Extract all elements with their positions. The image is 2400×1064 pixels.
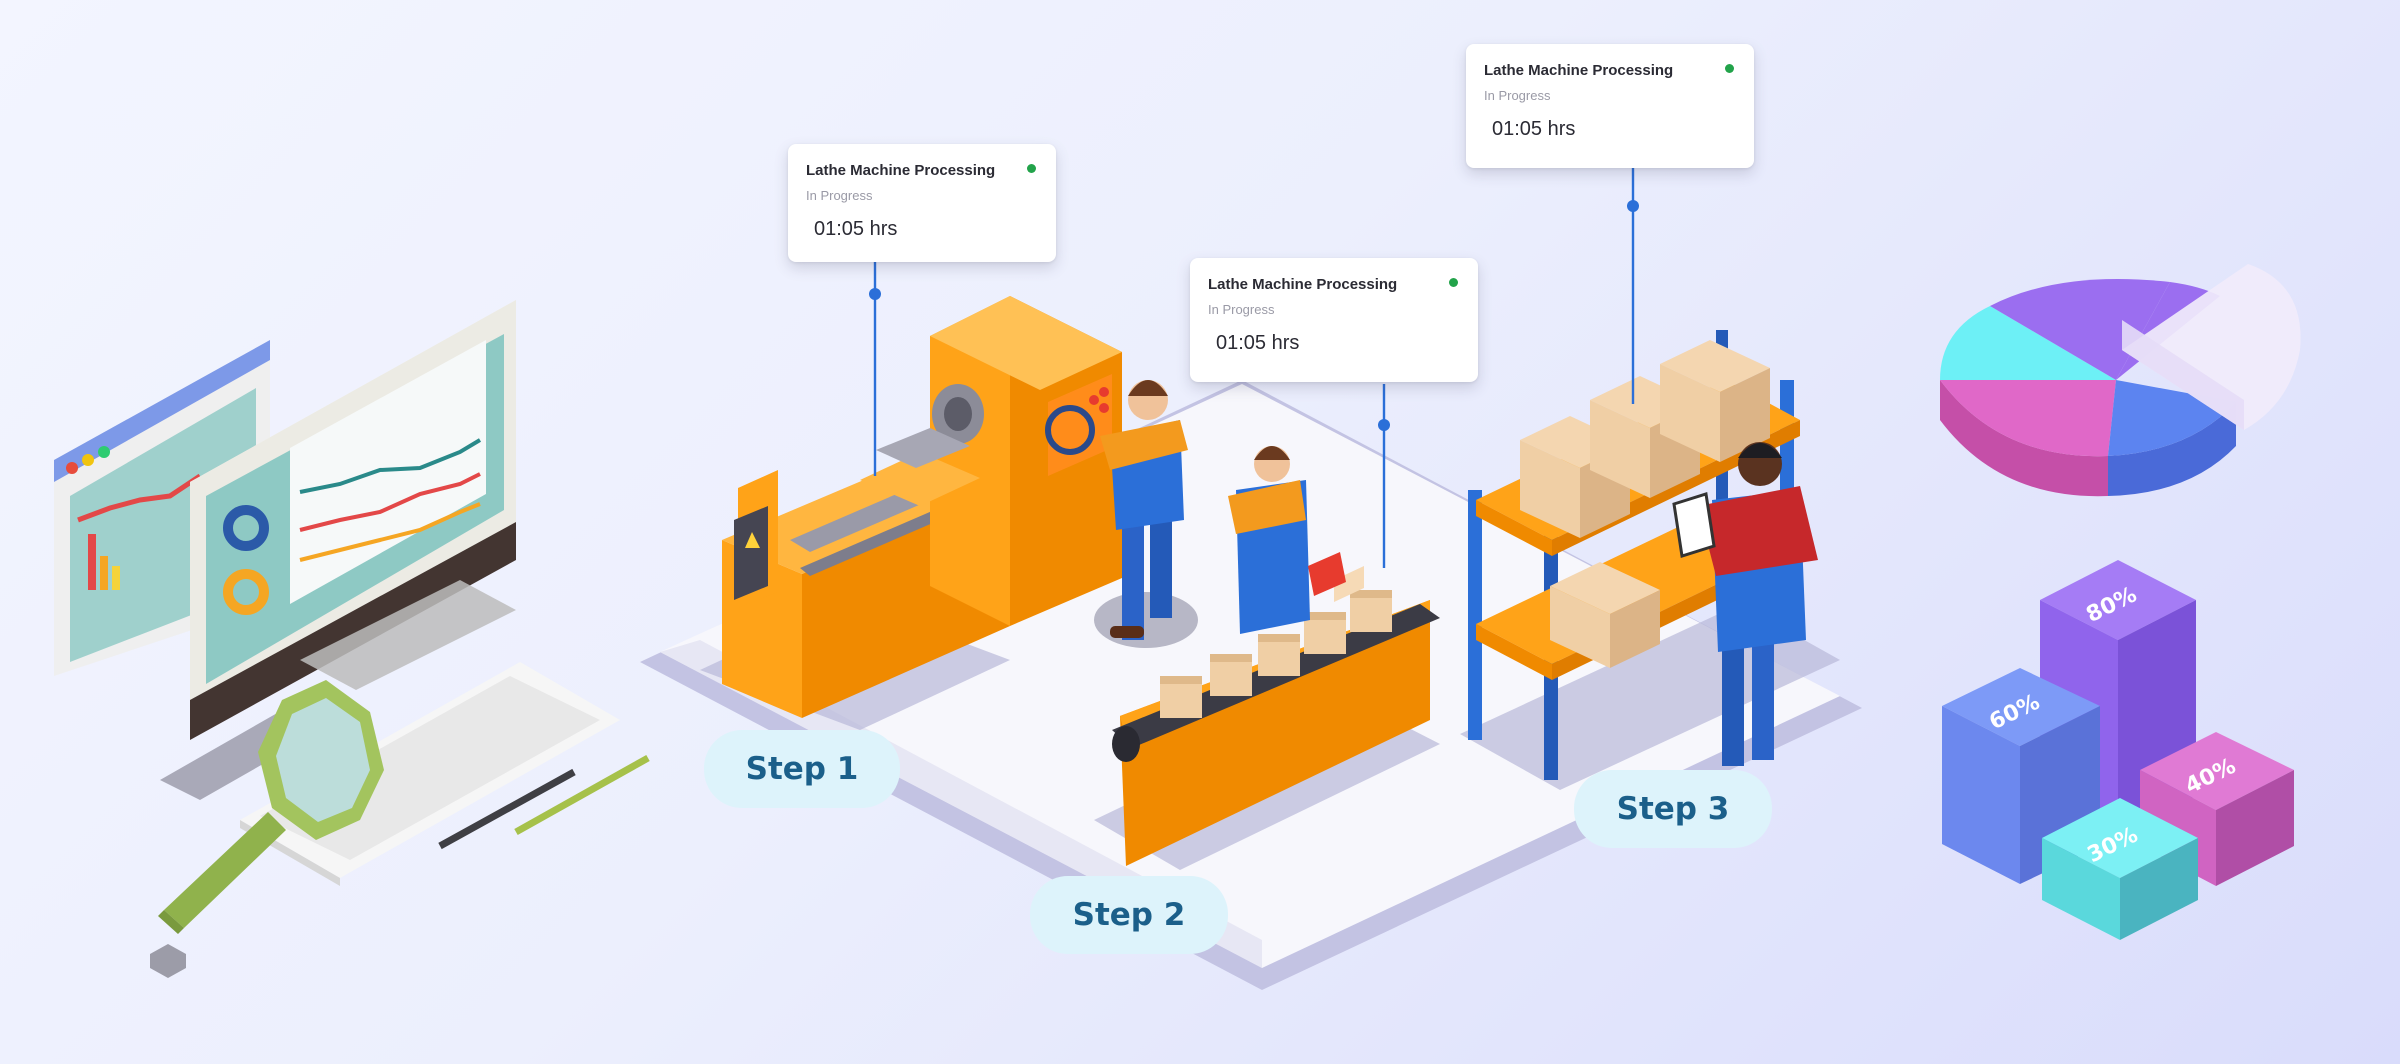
- card-status: In Progress: [806, 188, 873, 203]
- card-title: Lathe Machine Processing: [806, 162, 996, 179]
- card-title: Lathe Machine Processing: [1208, 276, 1398, 293]
- conveyor-belt: [1094, 566, 1440, 870]
- worker-shelf: [1672, 442, 1818, 766]
- card-time: 01:05 hrs: [1216, 332, 1300, 354]
- process-card-2[interactable]: Lathe Machine Processing In Progress 01:…: [1190, 258, 1478, 382]
- magnifying-glass-icon: [150, 680, 384, 978]
- process-card-3[interactable]: Lathe Machine Processing In Progress 01:…: [1466, 44, 1754, 168]
- status-dot-icon: [1027, 164, 1036, 173]
- card-title: Lathe Machine Processing: [1484, 62, 1674, 79]
- worker-lathe: [1094, 380, 1198, 648]
- card-time: 01:05 hrs: [814, 218, 898, 240]
- status-dot-icon: [1449, 278, 1458, 287]
- card-status: In Progress: [1208, 302, 1275, 317]
- process-card-1[interactable]: Lathe Machine Processing In Progress 01:…: [788, 144, 1056, 262]
- percentage-cubes: [1942, 560, 2294, 940]
- step-3-label[interactable]: Step 3: [1574, 770, 1772, 848]
- step-2-label[interactable]: Step 2: [1030, 876, 1228, 954]
- card-status: In Progress: [1484, 88, 1551, 103]
- lathe-machine: [700, 296, 1122, 730]
- step-1-label[interactable]: Step 1: [704, 730, 900, 808]
- connector-dots: [869, 200, 1639, 431]
- card-time: 01:05 hrs: [1492, 118, 1576, 140]
- worker-conveyor: [1228, 446, 1346, 634]
- pie-chart-icon: [1940, 264, 2301, 497]
- status-dot-icon: [1725, 64, 1734, 73]
